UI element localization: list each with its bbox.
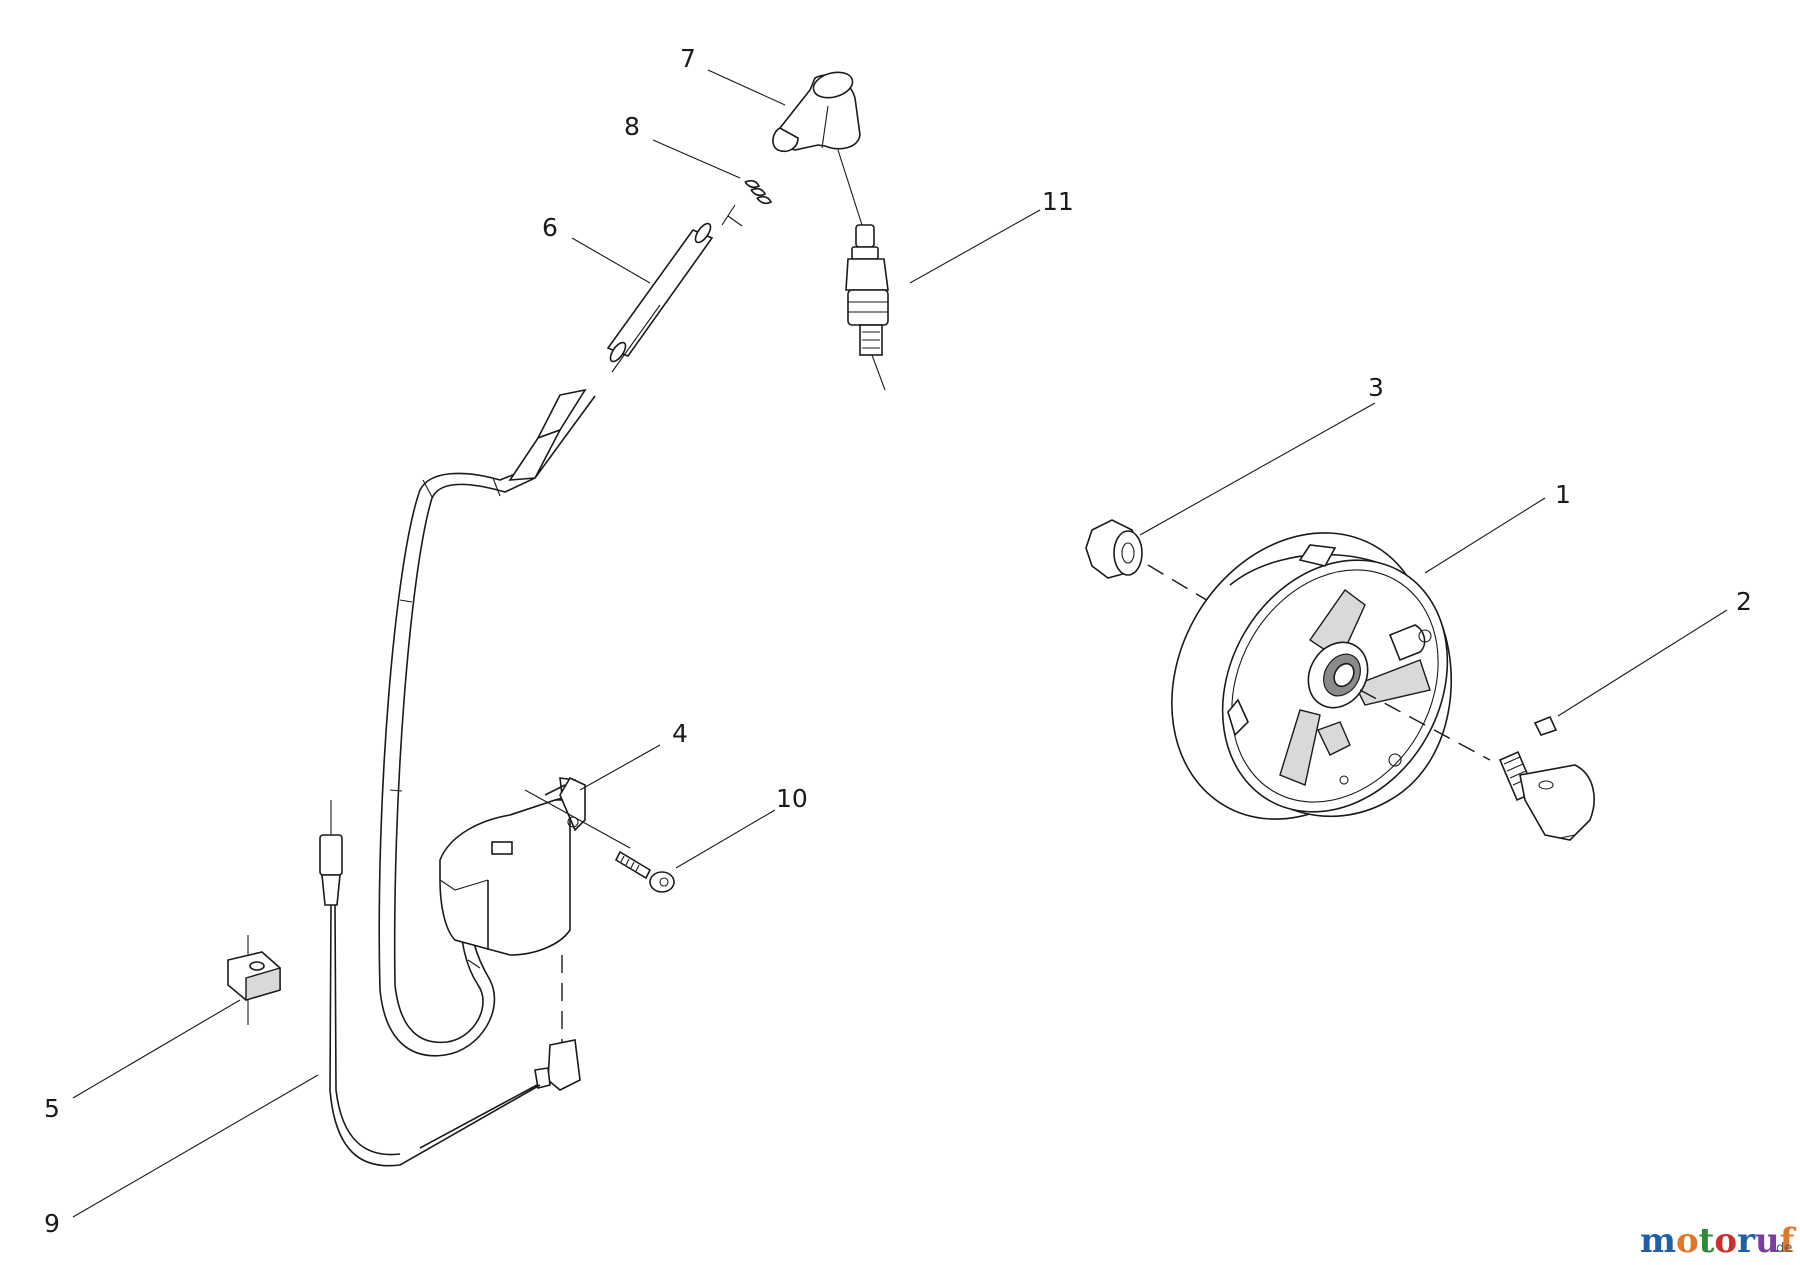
callout-7: 7 [680,44,696,73]
wm-letter-3: o [1714,1221,1737,1261]
callout-2: 2 [1736,587,1752,616]
flywheel-key [1533,715,1558,736]
cable-grommet [508,388,587,481]
wm-letter-4: r [1737,1221,1756,1261]
coil-mount-dash-line [524,789,631,849]
wm-letter-6: f [1780,1221,1797,1261]
sleeve-tube [606,222,714,373]
wm-letter-2: t [1699,1221,1715,1261]
flywheel [1171,532,1452,820]
boot-to-plug-leader [837,149,863,226]
watermark-logo: motoruf .de [1640,1221,1797,1261]
callout-3: 3 [1368,373,1384,402]
callout-10: 10 [776,784,808,813]
terminal-spring [721,179,773,227]
watermark-suffix: .de [1772,1241,1792,1256]
watermark-text: motoruf [1640,1221,1797,1261]
callout-1: 1 [1555,480,1571,509]
callout-6: 6 [542,213,558,242]
leader-lines [72,69,1728,1218]
callout-8: 8 [624,112,640,141]
stop-wire [319,800,541,1167]
callout-11: 11 [1042,187,1074,216]
flywheel-nut [1085,519,1143,579]
callouts: 1 2 3 4 5 6 7 8 9 10 11 [44,44,1752,1238]
ground-terminal [419,1039,581,1149]
spark-plug-boot [772,71,861,153]
ignition-coil [439,776,586,956]
wm-letter-5: u [1755,1221,1780,1261]
callout-5: 5 [44,1094,60,1123]
spark-plug [845,224,889,391]
wm-letter-1: o [1676,1221,1699,1261]
wm-letter-0: m [1640,1221,1676,1261]
coil-screw [614,850,675,893]
ignition-cable [378,389,596,1057]
callout-9: 9 [44,1209,60,1238]
flywheel-axis-dash [1359,689,1491,761]
crankshaft-end [1498,750,1595,841]
wire-clamp [227,935,281,1025]
callout-4: 4 [672,719,688,748]
